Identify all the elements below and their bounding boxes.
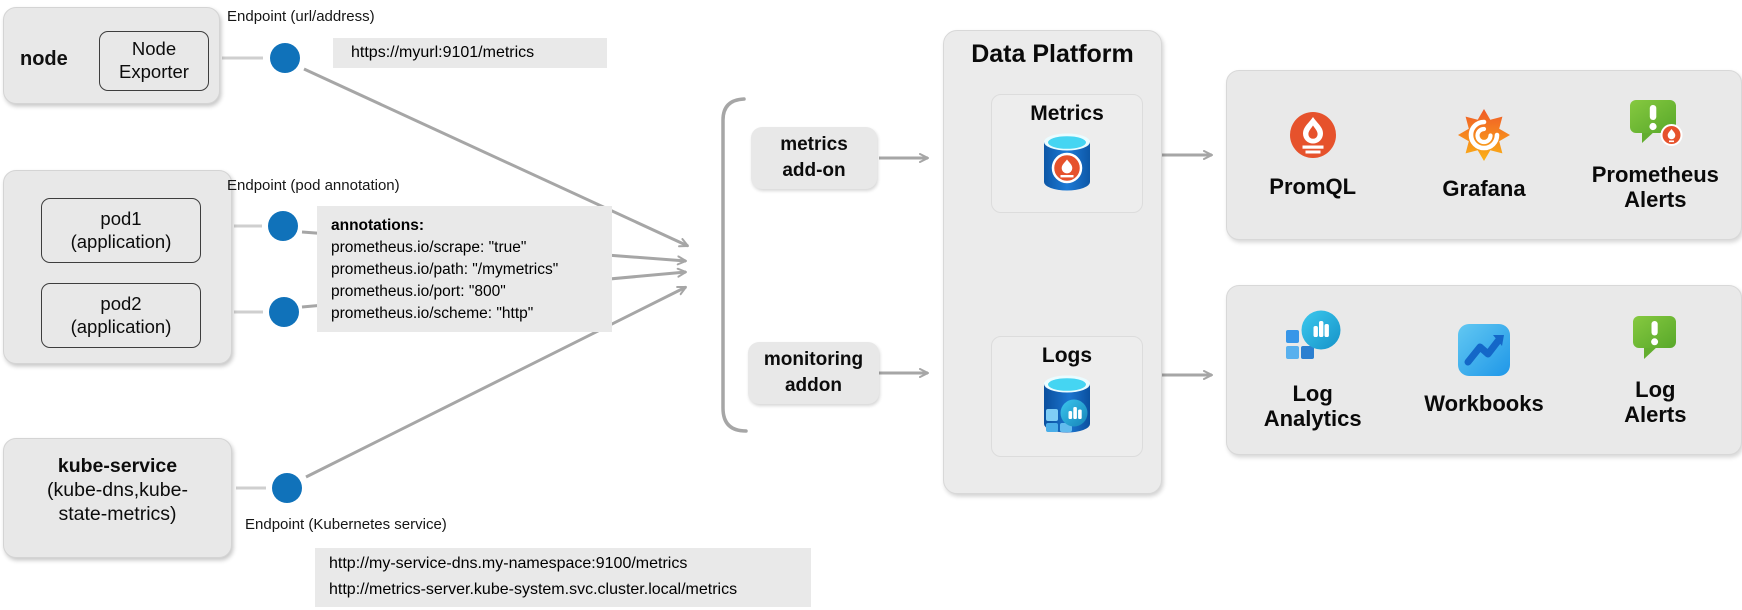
- output-item-workbooks: Workbooks: [1398, 286, 1569, 454]
- log-alerts-icon: [1630, 313, 1680, 368]
- metrics-db-icon: [1039, 131, 1095, 198]
- output-item-grafana: Grafana: [1398, 71, 1569, 239]
- kube-service-subtitle: (kube-dns,kube- state-metrics): [47, 479, 188, 526]
- monitoring-addon-box: monitoring addon: [748, 342, 879, 404]
- output-label: PromQL: [1269, 174, 1357, 200]
- annotation-line: prometheus.io/scrape: "true": [331, 239, 527, 256]
- logs-db-icon: [1039, 373, 1095, 440]
- pod2-box: pod2 (application): [41, 283, 201, 348]
- node-label: node: [20, 48, 68, 70]
- output-item-log-alerts: Log Alerts: [1570, 286, 1741, 454]
- node-exporter-box: Node Exporter: [99, 31, 209, 91]
- data-platform-title: Data Platform: [971, 40, 1134, 68]
- kube-service-group: kube-service (kube-dns,kube- state-metri…: [3, 438, 232, 558]
- prometheus-icon: [1288, 110, 1338, 165]
- pods-group: pod1 (application) pod2 (application): [3, 170, 232, 364]
- endpoint-pod-label: Endpoint (pod annotation): [227, 177, 400, 194]
- metrics-outputs-panel: PromQL Grafana: [1226, 70, 1742, 240]
- metrics-store-label: Metrics: [1030, 102, 1104, 125]
- output-label: Log Alerts: [1624, 376, 1687, 427]
- service-url-line: http://metrics-server.kube-system.svc.cl…: [329, 581, 738, 598]
- output-item-promql: PromQL: [1227, 71, 1398, 239]
- workbooks-icon: [1457, 323, 1511, 382]
- prometheus-alerts-icon: [1627, 98, 1683, 153]
- logs-store-box: Logs: [991, 336, 1143, 457]
- endpoint-service-label: Endpoint (Kubernetes service): [245, 516, 447, 533]
- node-endpoint-url-box: https://myurl:9101/metrics: [333, 38, 607, 68]
- logs-outputs-panel: Log Analytics Workbooks: [1226, 285, 1742, 455]
- grafana-icon: [1457, 108, 1511, 167]
- annotation-line: prometheus.io/scheme: "http": [331, 305, 534, 322]
- output-label: Grafana: [1442, 176, 1526, 202]
- log-analytics-icon: [1284, 309, 1342, 372]
- endpoint-url-label: Endpoint (url/address): [227, 8, 375, 25]
- output-label: Workbooks: [1424, 391, 1544, 417]
- output-label: Log Analytics: [1263, 380, 1362, 431]
- pod1-box: pod1 (application): [41, 198, 201, 263]
- output-item-log-analytics: Log Analytics: [1227, 286, 1398, 454]
- annotations-title: annotations:: [331, 217, 424, 234]
- endpoint-marker-node: [270, 43, 300, 73]
- logs-store-label: Logs: [1041, 344, 1093, 367]
- annotation-line: prometheus.io/path: "/mymetrics": [331, 261, 559, 278]
- node-group: node Node Exporter: [3, 7, 220, 104]
- service-url-line: http://my-service-dns.my-namespace:9100/…: [329, 555, 688, 572]
- output-item-prometheus-alerts: Prometheus Alerts: [1570, 71, 1741, 239]
- data-platform-panel: Data Platform Metrics: [943, 30, 1162, 494]
- kube-service-title: kube-service: [57, 455, 178, 477]
- output-label: Prometheus Alerts: [1591, 161, 1719, 212]
- service-urls-box: http://my-service-dns.my-namespace:9100/…: [315, 548, 811, 607]
- annotation-line: prometheus.io/port: "800": [331, 283, 506, 300]
- metrics-store-box: Metrics: [991, 94, 1143, 213]
- endpoint-marker-pod2: [269, 297, 299, 327]
- annotations-box: annotations: prometheus.io/scrape: "true…: [317, 206, 612, 332]
- metrics-addon-box: metrics add-on: [751, 127, 877, 189]
- endpoint-marker-kube-service: [272, 473, 302, 503]
- endpoint-marker-pod1: [268, 211, 298, 241]
